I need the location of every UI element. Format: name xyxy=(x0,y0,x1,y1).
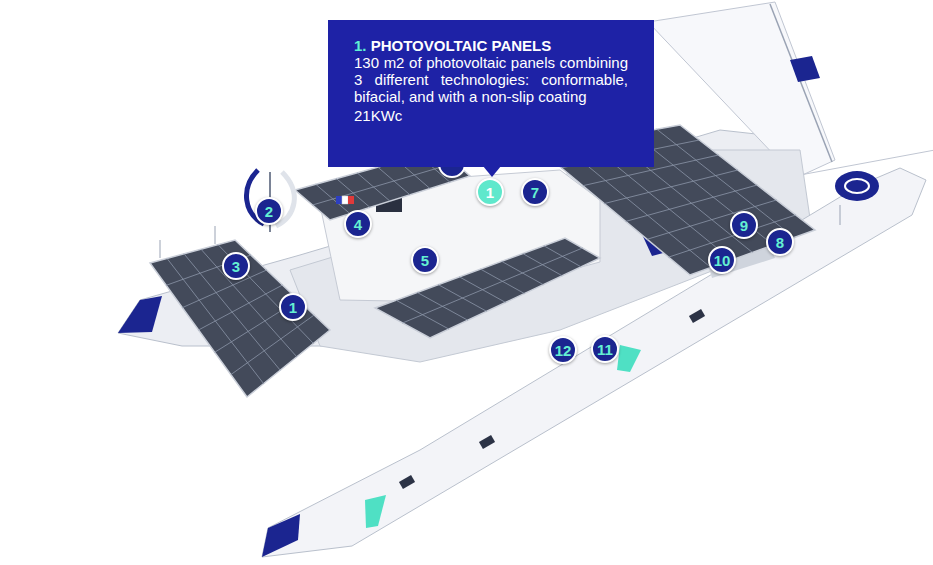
callout-number-text: 3 xyxy=(232,259,240,274)
callout-number-text: 7 xyxy=(531,185,539,200)
sail-mast xyxy=(770,4,832,162)
rail-post xyxy=(215,226,216,244)
sail-mark xyxy=(790,56,820,82)
callout-number: 8 xyxy=(766,228,794,256)
callout-number-text: 5 xyxy=(421,253,429,268)
callout-number: 9 xyxy=(730,211,758,239)
flag-part xyxy=(336,196,342,204)
panel-grid-line xyxy=(231,315,314,375)
callout-number-text: 1 xyxy=(486,185,494,200)
callout-number-text: 2 xyxy=(265,204,273,219)
card-heading: 1. PHOTOVOLTAIC PANELS xyxy=(354,37,628,54)
panel-grid-line xyxy=(657,129,795,237)
near-hull xyxy=(262,168,926,557)
hull-logo xyxy=(835,171,879,201)
callout-number: 10 xyxy=(708,246,736,274)
callout-number: 7 xyxy=(521,178,549,206)
callout-number: 4 xyxy=(344,210,372,238)
card-body: 21KWc xyxy=(354,107,628,124)
far-bow-tip xyxy=(118,296,162,333)
callout-number-text: 10 xyxy=(714,253,731,268)
near-bow-tip xyxy=(262,514,300,557)
flag-part xyxy=(348,196,354,204)
callout-number: 3 xyxy=(222,252,250,280)
callout-number: 11 xyxy=(591,335,619,363)
panel-grid-line xyxy=(604,170,738,204)
panel-grid-line xyxy=(199,285,283,330)
callout-number-text: 9 xyxy=(740,218,748,233)
callout-number: 12 xyxy=(549,336,577,364)
hull-window xyxy=(689,309,705,323)
flag-part xyxy=(342,196,348,204)
panel-grid-line xyxy=(182,270,266,308)
callout-number-text: 12 xyxy=(555,343,572,358)
rail-post xyxy=(840,205,841,225)
panel-grid-line xyxy=(633,133,773,245)
hull-window xyxy=(399,475,415,489)
callout-number-text: 11 xyxy=(597,342,613,357)
rail-post xyxy=(160,240,161,258)
card-body: 130 m2 of photovoltaic panels combining … xyxy=(354,54,628,105)
callout-number-text: 8 xyxy=(776,235,784,250)
callout-number-text: 4 xyxy=(354,217,362,232)
callout-number: 5 xyxy=(411,246,439,274)
callout-number: 1 xyxy=(476,178,504,206)
callout-number-text: 1 xyxy=(289,300,297,315)
panel-grid-line xyxy=(166,255,251,285)
panel-grid-line xyxy=(313,163,456,205)
solar-panel xyxy=(375,238,600,338)
hull-window xyxy=(479,435,495,449)
callout-number: 1 xyxy=(279,293,307,321)
rigging-line xyxy=(800,150,933,175)
callout-number: 2 xyxy=(255,197,283,225)
card-pointer xyxy=(483,166,501,177)
solar-panel xyxy=(150,240,330,397)
hull-logo-ring xyxy=(845,179,869,193)
foil xyxy=(617,345,641,372)
info-card: 1. PHOTOVOLTAIC PANELS130 m2 of photovol… xyxy=(328,20,654,167)
panel-grid-line xyxy=(647,200,776,239)
foil xyxy=(365,495,386,528)
